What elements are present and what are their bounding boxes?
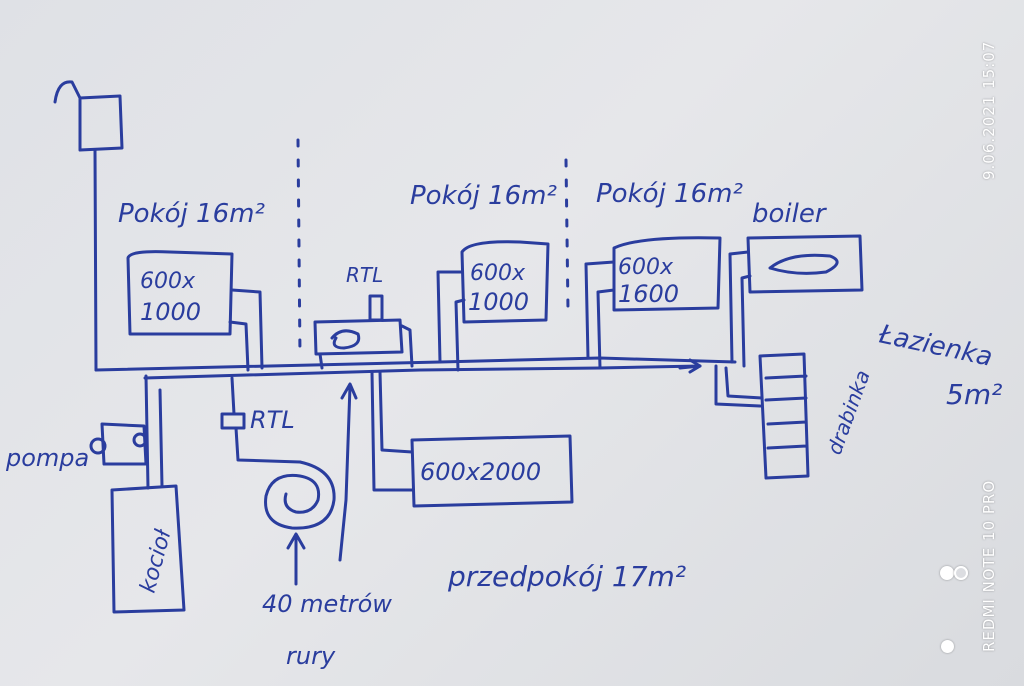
arrow-coil [286, 532, 306, 586]
watermark-datetime: 9.06.2021 15:07 [980, 40, 998, 180]
riser-pipe-left [93, 148, 98, 372]
radiator-2-pipes [436, 270, 466, 372]
radiator1-bottom: 1000 [140, 298, 201, 326]
room3-label: Pokój 16m² [596, 179, 743, 209]
radiator-3-pipes [584, 260, 616, 370]
watermark-dot-1 [940, 566, 954, 580]
hallway-label: przedpokój 17m² [447, 560, 686, 593]
bathroom-area: 5m² [946, 378, 1002, 411]
furnace-label: kocioł [136, 526, 177, 595]
main-pipe-upper [94, 356, 737, 372]
boiler-inner [768, 253, 839, 275]
radiator2-top: 600x [470, 261, 526, 286]
furnace-shape [110, 484, 186, 614]
radiator3-top: 600x [618, 255, 674, 280]
radiator-1-shape [126, 250, 234, 336]
radiator-2-shape [460, 240, 550, 324]
rtl-left-body [220, 412, 246, 430]
pump-label: pompa [5, 444, 89, 472]
room2-label: Pokój 16m² [410, 181, 557, 211]
radiator2-bottom: 1000 [468, 288, 529, 316]
pipe-note-line2: rury [286, 642, 336, 670]
watermark-dot-3 [941, 640, 954, 653]
rtl-left-pipes [230, 376, 302, 464]
boiler-label: boiler [752, 199, 828, 229]
arrow-pipe [338, 382, 358, 562]
rtl-top-pipes [318, 324, 414, 370]
furnace-pipes [144, 374, 164, 490]
bathroom-rack-label: drabinka [822, 367, 875, 458]
radiator3-bottom: 1600 [618, 280, 679, 308]
ladder-pipes [714, 364, 764, 408]
divider-1 [296, 138, 302, 358]
watermark-dot-2 [954, 566, 968, 580]
watermark-device: REDMI NOTE 10 PRO [980, 479, 998, 652]
rtl-top-label: RTL [346, 263, 383, 287]
pump-circle [132, 432, 148, 448]
radiator-hall-label: 600x2000 [420, 458, 541, 486]
radiator-hall-shape [410, 434, 574, 508]
chimney-shape [53, 80, 124, 152]
rtl-top-body [368, 294, 384, 322]
rtl-left-label: RTL [250, 406, 295, 434]
divider-2 [564, 158, 570, 312]
pump-outer [89, 437, 107, 455]
rtl-coil [313, 318, 404, 356]
boiler-pipes [728, 250, 752, 368]
flow-arrow [678, 358, 702, 374]
radiator-1-pipes [228, 288, 264, 372]
bathroom-label: Łazienka [876, 319, 996, 372]
floor-coil [264, 460, 336, 530]
radiator1-top: 600x [140, 269, 196, 294]
radiator-hall-pipes [370, 370, 414, 492]
pump-shape [100, 422, 148, 466]
main-pipe-lower [143, 364, 702, 380]
boiler-shape [746, 234, 864, 294]
ladder-radiator [758, 352, 810, 480]
room1-label: Pokój 16m² [118, 199, 265, 229]
radiator-3-shape [612, 236, 722, 312]
pipe-note-line1: 40 metrów [262, 590, 392, 618]
